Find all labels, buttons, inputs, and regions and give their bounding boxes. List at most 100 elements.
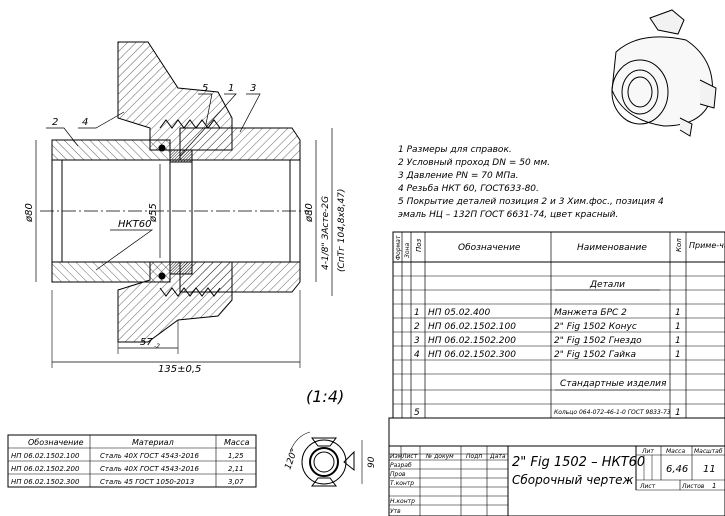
- material-table-texts: Обозначение Материал Масса НП 06.02.1502…: [11, 438, 250, 486]
- tb-izm: Изм: [390, 453, 403, 460]
- hdr-qty: Кол: [675, 238, 683, 252]
- note-5-cont: эмаль НЦ – 132П ГОСТ 6631-74, цвет красн…: [398, 210, 618, 220]
- row3-qty: 1: [675, 336, 681, 346]
- iso-bore-outer: [611, 59, 669, 125]
- mat-hdr-material: Материал: [132, 438, 174, 447]
- seal-ring-upper: [169, 149, 193, 163]
- technical-notes: 1 Размеры для справок. 2 Условный проход…: [398, 145, 664, 220]
- iso-lug-bottom: [679, 117, 693, 137]
- tb-title-line2: Сборочный чертеж: [512, 473, 634, 487]
- tb-list: Лист: [401, 453, 418, 460]
- leader-5: [198, 93, 213, 125]
- mat-hdr-mass: Масса: [224, 438, 250, 447]
- section-details: Детали: [589, 280, 625, 290]
- row5-pos: 5: [414, 408, 420, 418]
- iso-body: [611, 36, 713, 127]
- callout-2: 2: [52, 117, 58, 128]
- leader-3: [239, 93, 261, 133]
- hdr-format: Формат: [395, 235, 402, 260]
- thread-teeth-upper: [159, 119, 221, 129]
- iso-lug-right: [699, 79, 717, 109]
- iso-bore-inner: [621, 69, 659, 115]
- row2-name: 2" Fig 1502 Конус: [554, 322, 637, 332]
- mat-hdr-designation: Обозначение: [28, 438, 84, 447]
- socket-upper-wall: [179, 127, 301, 161]
- hdr-designation: Обозначение: [458, 243, 521, 253]
- title-block: [388, 417, 725, 516]
- tb-title-line1: 2" Fig 1502 – НКТ60: [512, 455, 645, 470]
- small-view-outer: [301, 439, 347, 485]
- row2-pos: 2: [414, 322, 420, 332]
- o-ring-upper: [158, 144, 166, 152]
- title-block-texts: Изм Лист № докум Подп Дата Разраб Пров Т…: [390, 448, 723, 515]
- tb-tkontr: Т.контр: [390, 480, 414, 487]
- mat-r2-designation: НП 06.02.1502.200: [11, 465, 80, 473]
- mat-r2-material: Сталь 40Х ГОСТ 4543-2016: [100, 465, 200, 473]
- mat-r3-material: Сталь 45 ГОСТ 1050-2013: [100, 478, 194, 486]
- row1-qty: 1: [675, 308, 681, 318]
- small-view-size: 90: [367, 456, 377, 468]
- hdr-name: Наименование: [577, 243, 647, 253]
- iso-lug-top: [649, 9, 685, 35]
- note-5: 5 Покрытие деталей позиция 2 и 3 Хим.фос…: [398, 197, 664, 207]
- small-view-lug-top: [311, 437, 337, 447]
- tb-scale-value: 11: [703, 464, 716, 475]
- cone-lower-wall: [51, 261, 171, 283]
- dim-57: 57: [140, 337, 153, 348]
- tb-utv: Утв: [390, 508, 401, 515]
- mat-r2-mass: 2,11: [228, 465, 244, 473]
- socket-lower-wall: [179, 261, 301, 293]
- callout-5: 5: [202, 83, 208, 94]
- mat-r3-mass: 3,07: [228, 478, 244, 486]
- dim-phi80-right: ø80: [304, 203, 315, 223]
- row2-designation: НП 06.02.1502.100: [428, 322, 516, 332]
- tb-mass-value: 6,46: [666, 464, 688, 475]
- scale-label: (1:4): [306, 387, 344, 406]
- row3-name: 2" Fig 1502 Гнездо: [554, 336, 642, 346]
- mat-r1-mass: 1,25: [228, 452, 244, 460]
- row5-name: Кольцо 064-072-46-1-0 ГОСТ 9833-73: [554, 409, 671, 416]
- leader-2: [46, 127, 79, 147]
- tb-data: Дата: [489, 453, 506, 460]
- row3-pos: 3: [414, 336, 420, 346]
- tb-masshtab: Масштаб: [694, 448, 723, 455]
- small-view-angle: 120°: [283, 447, 300, 471]
- assembly-texts: ø80 ø55 ø80 4-1/8" ЗАсте-2G (СпТг 104,8х…: [24, 83, 347, 375]
- leader-1: [179, 93, 237, 157]
- dim-thread-sub: (СпТг 104,8х8,47): [337, 189, 347, 272]
- callout-4: 4: [82, 117, 88, 128]
- tb-podp: Подп: [466, 453, 482, 460]
- dim-135: 135±0,5: [158, 364, 201, 375]
- small-view-lug-bottom: [311, 477, 337, 487]
- section-standard: Стандартные изделия: [560, 379, 667, 389]
- row4-name: 2" Fig 1502 Гайка: [554, 350, 636, 360]
- tb-razrab: Разраб: [390, 462, 412, 469]
- mat-r1-material: Сталь 40Х ГОСТ 4543-2016: [100, 452, 200, 460]
- leader-4: [78, 111, 125, 129]
- row4-designation: НП 06.02.1502.300: [428, 350, 516, 360]
- row1-designation: НП 05.02.400: [428, 308, 490, 318]
- mat-r3-designation: НП 06.02.1502.300: [11, 478, 80, 486]
- material-table: [7, 434, 257, 488]
- small-view-bore-outer: [309, 447, 339, 477]
- dim-57-tol: -2: [154, 343, 160, 350]
- callout-1: 1: [228, 83, 234, 94]
- isometric-view: [611, 9, 717, 137]
- callout-3: 3: [250, 83, 256, 94]
- small-view-bore-inner: [313, 451, 335, 473]
- mat-r1-designation: НП 06.02.1502.100: [11, 452, 80, 460]
- hdr-zone: Зона: [404, 243, 411, 258]
- hdr-note: Приме-чание: [689, 241, 725, 250]
- row1-pos: 1: [414, 308, 420, 318]
- row5-qty: 1: [675, 408, 681, 418]
- tb-lit: Лит: [641, 448, 654, 455]
- row4-pos: 4: [414, 350, 420, 360]
- note-2: 2 Условный проход DN = 50 мм.: [398, 158, 550, 168]
- leader-nkt60: [95, 229, 154, 271]
- tb-list2: Лист: [639, 483, 656, 490]
- thread-label-nkt60: НКТ60: [118, 219, 151, 230]
- spec-table-texts: Формат Зона Поз Обозначение Наименование…: [395, 235, 725, 418]
- row3-designation: НП 06.02.1502.200: [428, 336, 516, 346]
- note-1: 1 Размеры для справок.: [398, 145, 512, 155]
- dim-phi55: ø55: [148, 203, 159, 223]
